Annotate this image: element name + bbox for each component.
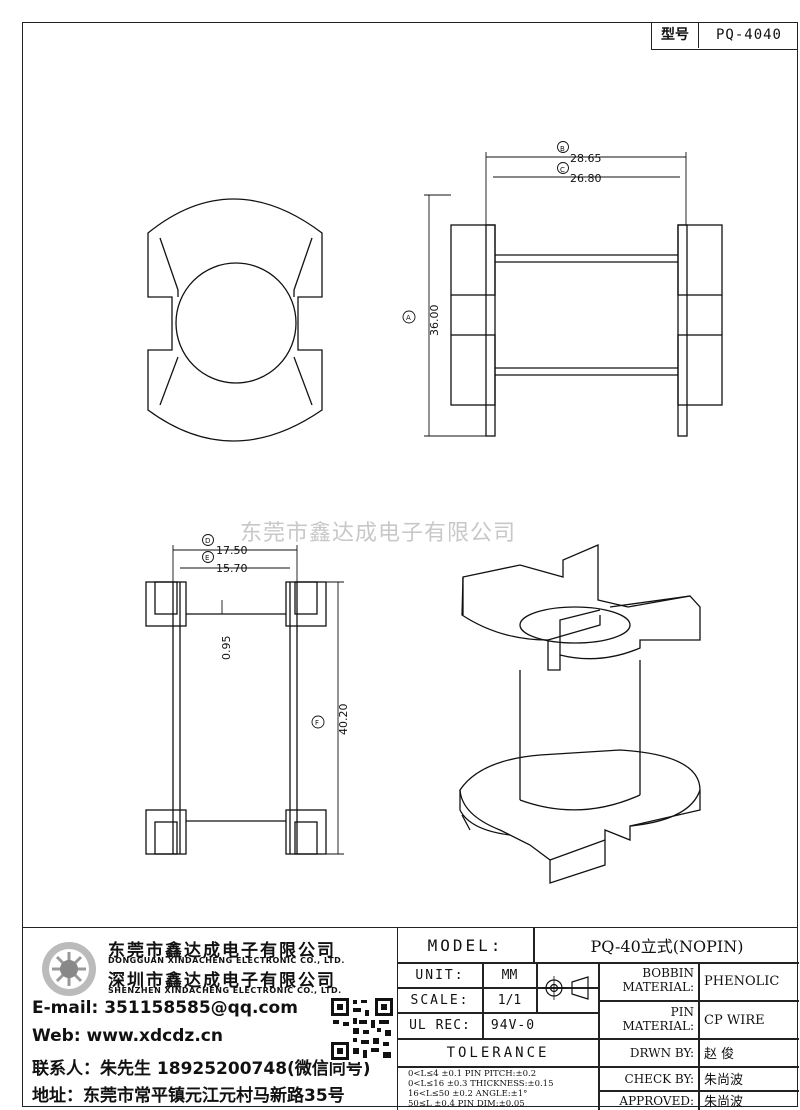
dim-a-marker: A [406,314,411,322]
type-label: 型号 [652,22,699,48]
part-number-box: 型号 PQ-4040 [651,22,798,50]
dim-b-marker: B [560,145,565,153]
dim-d-value: 17.50 [216,544,248,557]
dim-thickness: 0.95 [220,636,233,661]
side-view [145,534,344,855]
company-name-en-2: SHENZHEN XINDACHENG ELECTRONIC CO., LTD. [108,986,342,995]
approved-label: APPROVED: [619,1093,694,1108]
unit-label: UNIT: [415,967,465,983]
unit-value: MM [501,967,518,983]
top-view [147,198,323,442]
model-label: MODEL: [427,935,504,955]
part-number: PQ-4040 [715,27,782,43]
technical-drawing: B 28.65 C 26.80 A 36.00 D 17.50 E 15.70 … [145,141,723,884]
tolerance-label: TOLERANCE [446,1044,550,1061]
pin-material-value: CP WIRE [704,1012,765,1028]
ulrec-label: UL REC: [409,1018,471,1033]
approved-value: 朱尚波 [704,1095,744,1110]
drawn-by-label: DRWN BY: [629,1045,694,1060]
company-name-cn-1: 东莞市鑫达成电子有限公司 [108,941,336,961]
bobbin-label-line-1: BOBBIN [642,966,694,980]
dim-f-marker: F [315,719,319,727]
qr-code-icon [329,996,395,1062]
drawing-frame [22,22,798,1107]
drawn-by-value: 赵 俊 [704,1047,735,1062]
tolerance-row: 0<L≤4 ±0.1 PIN PITCH:±0.2 [408,1069,537,1079]
dim-c-value: 26.80 [570,172,602,185]
bobbin-material-label: BOBBIN MATERIAL: [600,966,694,994]
iso-view [459,544,701,884]
pin-material-label: PIN MATERIAL: [600,1005,694,1033]
bobbin-label-line-2: MATERIAL: [622,980,694,994]
spec-grid: MODEL: PQ-40立式(NOPIN) UNIT: MM SCALE: 1/… [397,928,799,1110]
dim-a-value: 36.00 [428,305,441,337]
company-contact: 联系人：朱先生 18925200748(微信同号) [32,1059,371,1079]
dim-b-value: 28.65 [570,152,602,165]
dim-c-marker: C [560,166,565,174]
company-logo-icon [42,942,96,996]
check-by-value: 朱尚波 [704,1073,744,1088]
watermark: 东莞市鑫达成电子有限公司 [240,521,517,546]
projection-symbol-icon [542,976,589,1000]
dim-d-marker: D [205,537,210,545]
dim-e-marker: E [205,554,209,562]
scale-value: 1/1 [497,992,522,1008]
pin-label-line-1: PIN [670,1005,694,1019]
title-block: 东莞市鑫达成电子有限公司 DONGGUAN XINDACHENG ELECTRO… [22,927,799,1110]
pin-label-line-2: MATERIAL: [622,1019,694,1033]
front-view [402,141,723,437]
scale-label: SCALE: [410,992,470,1008]
company-name-en-1: DONGGUAN XINDACHENG ELECTRONIC CO., LTD. [108,956,345,965]
dim-e-value: 15.70 [216,562,248,575]
company-web: Web: www.xdcdz.cn [32,1026,223,1046]
model-value: PQ-40立式(NOPIN) [590,937,744,956]
bobbin-material-value: PHENOLIC [704,974,780,989]
ulrec-value: 94V-0 [490,1018,536,1033]
check-by-label: CHECK BY: [624,1071,694,1086]
company-name-cn-2: 深圳市鑫达成电子有限公司 [108,971,336,991]
tolerance-row: 16<L≤50 ±0.2 ANGLE:±1° [408,1089,528,1099]
company-email: E-mail: 351158585@qq.com [32,998,298,1018]
dim-f-value: 40.20 [337,704,350,736]
tolerance-row: 0<L≤16 ±0.3 THICKNESS:±0.15 [408,1079,554,1089]
company-address: 地址：东莞市常平镇元江元村马新路35号 [32,1086,345,1106]
tolerance-row: 50≤L ±0.4 PIN DIM:±0.05 [408,1099,525,1109]
